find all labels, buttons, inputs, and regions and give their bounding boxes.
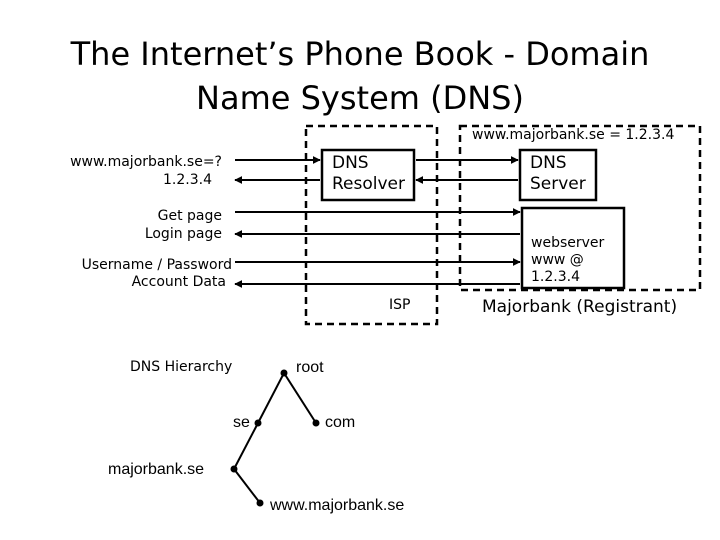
dns-resolver-line-2: Resolver <box>332 174 405 194</box>
edge-majorbank-www <box>233 468 261 504</box>
com-node <box>312 419 320 427</box>
credentials-label: Username / Password <box>81 257 232 273</box>
dns-resolver-box <box>320 148 416 202</box>
tree-label-root: root <box>296 359 324 376</box>
slide-title-line-2: Name System (DNS) <box>196 79 524 117</box>
webserver-line-3: 1.2.3.4 <box>531 269 580 285</box>
tree-label-com: com <box>325 414 356 431</box>
slide-title-line-1: The Internet’s Phone Book - Domain <box>70 35 650 73</box>
tree-label-se: se <box>233 414 250 431</box>
webserver-line-1: webserver <box>531 235 605 251</box>
dns-record-label: www.majorbank.se = 1.2.3.4 <box>472 127 675 143</box>
dns-resolver-line-1: DNS <box>332 153 369 173</box>
root-node <box>280 369 288 377</box>
registrant-region <box>458 124 702 292</box>
dns-server-box <box>518 148 598 202</box>
edge-se-majorbank <box>233 422 259 470</box>
login-page-label: Login page <box>144 226 222 242</box>
get-page-label: Get page <box>157 208 222 224</box>
isp-label: ISP <box>389 297 411 313</box>
edge-root-com <box>283 372 317 424</box>
dns-server-line-2: Server <box>530 174 586 194</box>
dns-server-line-1: DNS <box>530 153 567 173</box>
dns-hierarchy-title: DNS Hierarchy <box>130 359 233 375</box>
webserver-line-2: www @ <box>531 252 584 268</box>
majorbank-node <box>230 465 238 473</box>
answer-label: 1.2.3.4 <box>163 172 212 188</box>
www-node <box>256 499 264 507</box>
tree-label-www: www.majorbank.se <box>270 497 405 514</box>
account-data-label: Account Data <box>131 274 226 290</box>
webserver-box <box>520 206 626 290</box>
tree-label-majorbank: majorbank.se <box>108 461 205 478</box>
isp-region <box>304 124 439 326</box>
se-node <box>254 419 262 427</box>
registrant-label: Majorbank (Registrant) <box>482 297 678 317</box>
query-label: www.majorbank.se=? <box>70 154 222 170</box>
edge-root-se <box>257 372 285 424</box>
